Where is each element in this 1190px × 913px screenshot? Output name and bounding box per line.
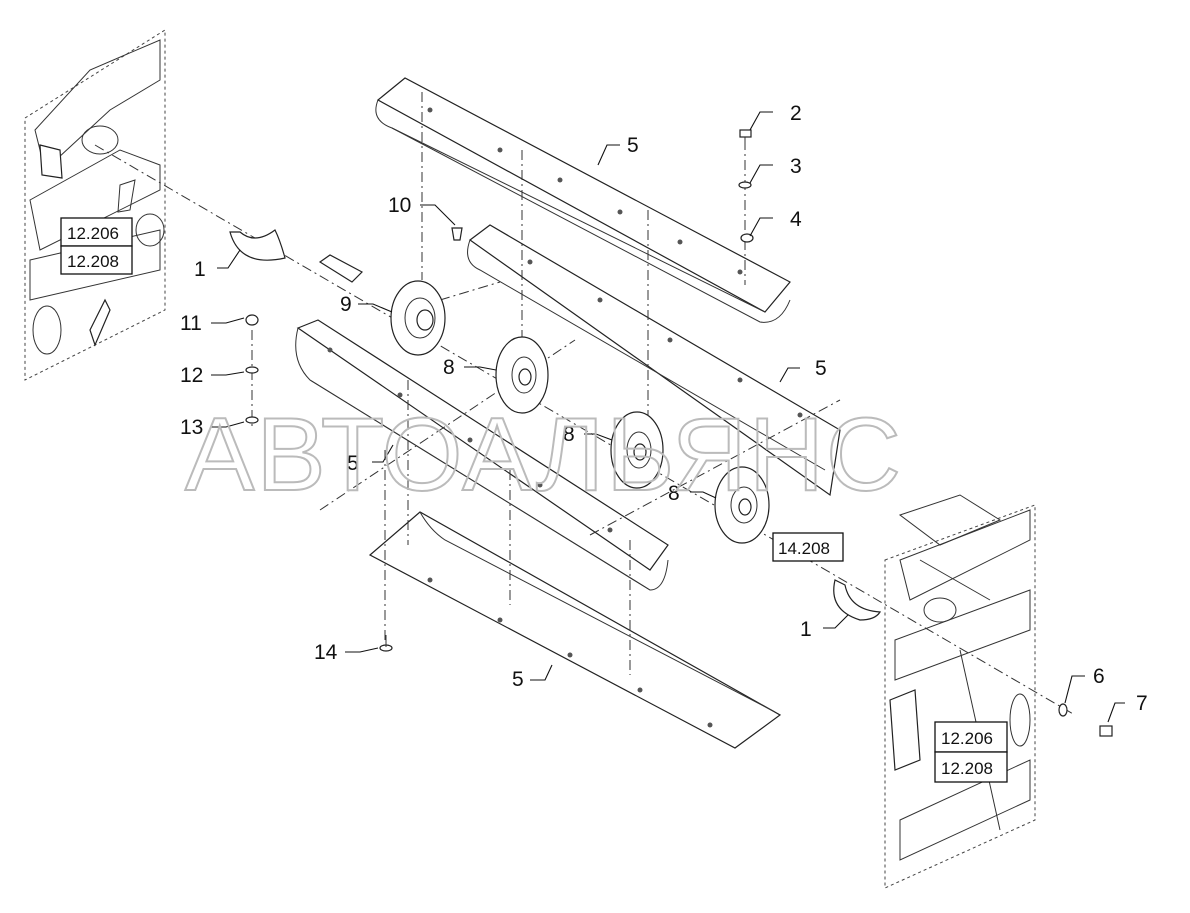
ref-box-center: 14.208	[772, 532, 844, 562]
ref-box-left: 12.206 12.208	[60, 217, 133, 275]
callout-5-left: 5	[347, 452, 359, 475]
nut-4	[740, 233, 754, 243]
pulley-8-a	[495, 336, 549, 414]
callout-11: 11	[180, 312, 202, 335]
leader-lines	[211, 111, 1125, 723]
trough-bottom	[368, 511, 782, 749]
callout-1-left: 1	[194, 258, 206, 281]
right-frame-panel	[884, 494, 1036, 889]
callout-8-c: 8	[668, 482, 680, 505]
trough-top	[375, 77, 791, 323]
bearing-half-right	[833, 579, 882, 621]
callout-3: 3	[790, 155, 802, 178]
callout-5-top: 5	[627, 134, 639, 157]
callout-1-right: 1	[800, 618, 812, 641]
callout-13: 13	[180, 416, 203, 439]
callout-2: 2	[790, 102, 802, 125]
ref-center: 14.208	[778, 539, 830, 558]
bearing-half-left	[229, 229, 286, 261]
pulley-8-c	[714, 466, 770, 544]
bolt-10	[451, 227, 463, 241]
left-frame-panel	[24, 29, 166, 381]
washer-13	[245, 416, 259, 424]
callout-10: 10	[388, 194, 411, 217]
bolt-2	[739, 129, 752, 150]
callout-12: 12	[180, 364, 203, 387]
callout-6: 6	[1093, 665, 1105, 688]
trough-middle-left	[295, 319, 669, 591]
bolt-7	[1099, 725, 1113, 737]
callout-8-b: 8	[563, 423, 575, 446]
watermark: АВТОАЛЬЯНС	[185, 397, 903, 513]
ref-right-bottom: 12.208	[941, 759, 993, 778]
ref-left-bottom: 12.208	[67, 252, 119, 271]
callout-9: 9	[340, 293, 352, 316]
trough-middle-right	[467, 224, 841, 497]
callout-7: 7	[1136, 692, 1148, 715]
ref-box-right: 12.206 12.208	[934, 721, 1008, 783]
callout-14: 14	[314, 641, 338, 664]
washer-6	[1058, 703, 1068, 717]
callouts: 1 1 2 3 4 5 5 5 5 6 7 8 8 8 9 10 11 12 1…	[180, 102, 1148, 715]
callout-5-right: 5	[815, 357, 827, 380]
callout-8-a: 8	[443, 356, 455, 379]
ref-right-top: 12.206	[941, 729, 993, 748]
sleeve	[318, 254, 363, 283]
callout-5-bottom: 5	[512, 668, 524, 691]
bolt-14	[379, 635, 393, 652]
washer-3	[738, 181, 752, 189]
washer-12	[245, 366, 259, 374]
callout-4: 4	[790, 208, 802, 231]
flange-bearing-9	[390, 280, 446, 356]
ref-left-top: 12.206	[67, 224, 119, 243]
pulley-8-b	[610, 411, 664, 489]
nut-11	[245, 314, 259, 326]
